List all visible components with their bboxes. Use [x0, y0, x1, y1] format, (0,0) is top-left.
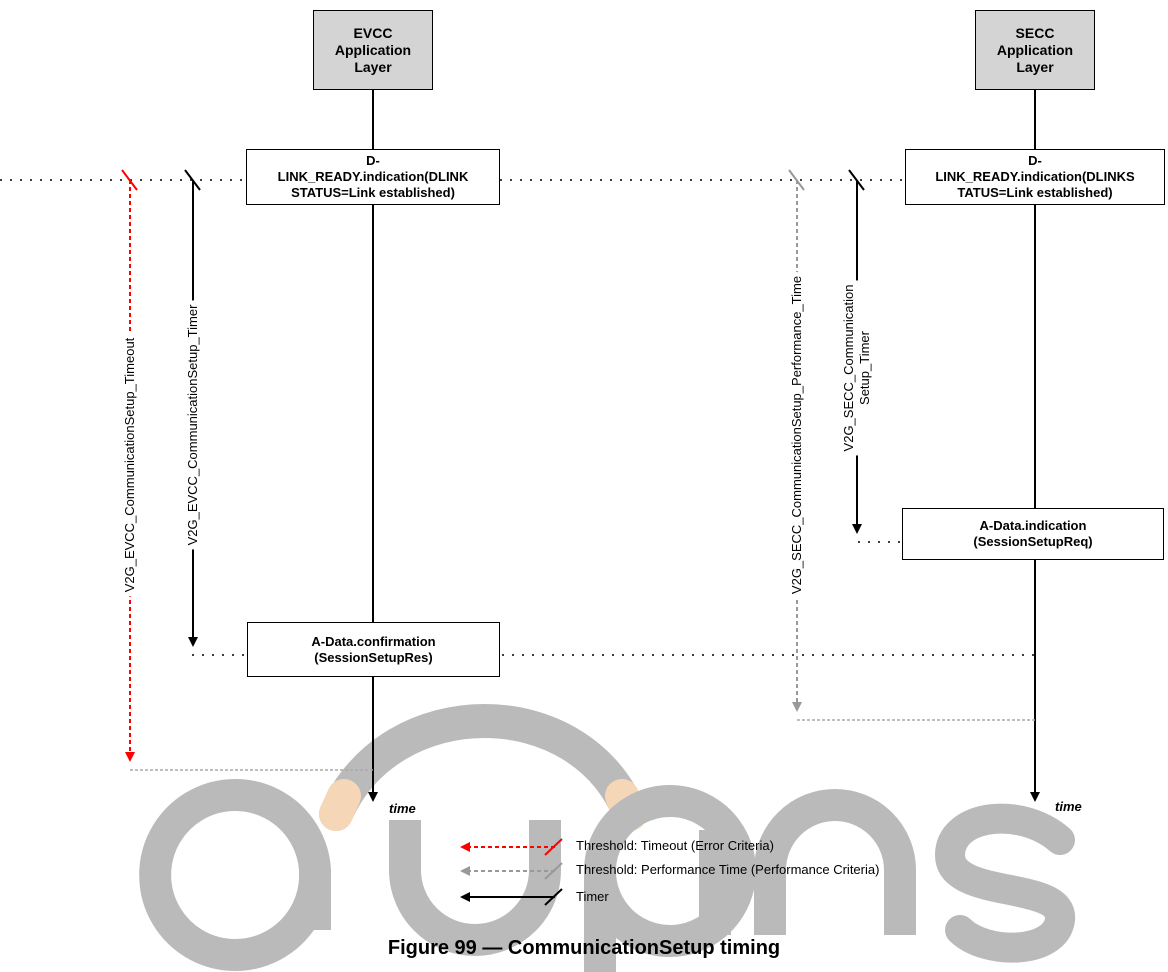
legend-timeout-text: Threshold: Timeout (Error Criteria)	[576, 838, 774, 853]
legend-timeout-tick	[544, 838, 563, 856]
watermark-letter-u	[389, 820, 561, 956]
secc-application-layer-box: SECC Application Layer	[975, 10, 1095, 90]
secc-performance-label: V2G_SECC_CommunicationSetup_Performance_…	[789, 271, 805, 599]
legend-timer-text: Timer	[576, 889, 609, 904]
watermark-arch	[319, 704, 647, 831]
evcc-application-layer-label: EVCC Application Layer	[334, 24, 412, 75]
secc-data-indication-label: A-Data.indication (SessionSetupReq)	[973, 518, 1093, 549]
watermark-letter-a	[139, 779, 331, 971]
secc-link-ready-label: D- LINK_READY.indication(DLINKS TATUS=Li…	[935, 153, 1135, 200]
figure-caption: Figure 99 — CommunicationSetup timing	[387, 937, 781, 959]
evcc-timeout-label: V2G_EVCC_CommunicationSetup_Timeout	[122, 333, 138, 597]
evcc-data-confirmation-box: A-Data.confirmation (SessionSetupRes)	[247, 622, 500, 677]
watermark-letter-p	[584, 785, 756, 972]
legend-timer-tick	[544, 888, 563, 906]
watermark-letter-n	[754, 789, 916, 935]
evcc-application-layer-box: EVCC Application Layer	[313, 10, 433, 90]
evcc-link-ready-label: D- LINK_READY.indication(DLINK STATUS=Li…	[277, 153, 469, 200]
evcc-link-ready-box: D- LINK_READY.indication(DLINK STATUS=Li…	[246, 149, 500, 205]
watermark-arch-tip-left	[319, 779, 361, 831]
watermark-letter-s	[934, 803, 1075, 963]
secc-timer-label: V2G_SECC_Communication Setup_Timer	[841, 280, 873, 456]
evcc-time-label: time	[389, 801, 416, 816]
evcc-data-confirmation-label: A-Data.confirmation (SessionSetupRes)	[311, 633, 436, 665]
evcc-timer-label: V2G_EVCC_CommunicationSetup_Timer	[185, 300, 201, 550]
legend-performance-tick	[544, 862, 563, 880]
watermark-logo	[139, 704, 1075, 972]
secc-data-indication-box: A-Data.indication (SessionSetupReq)	[902, 508, 1164, 560]
secc-application-layer-label: SECC Application Layer	[996, 24, 1074, 75]
secc-link-ready-box: D- LINK_READY.indication(DLINKS TATUS=Li…	[905, 149, 1165, 205]
secc-time-label: time	[1055, 799, 1082, 814]
legend-performance-text: Threshold: Performance Time (Performance…	[576, 862, 880, 877]
